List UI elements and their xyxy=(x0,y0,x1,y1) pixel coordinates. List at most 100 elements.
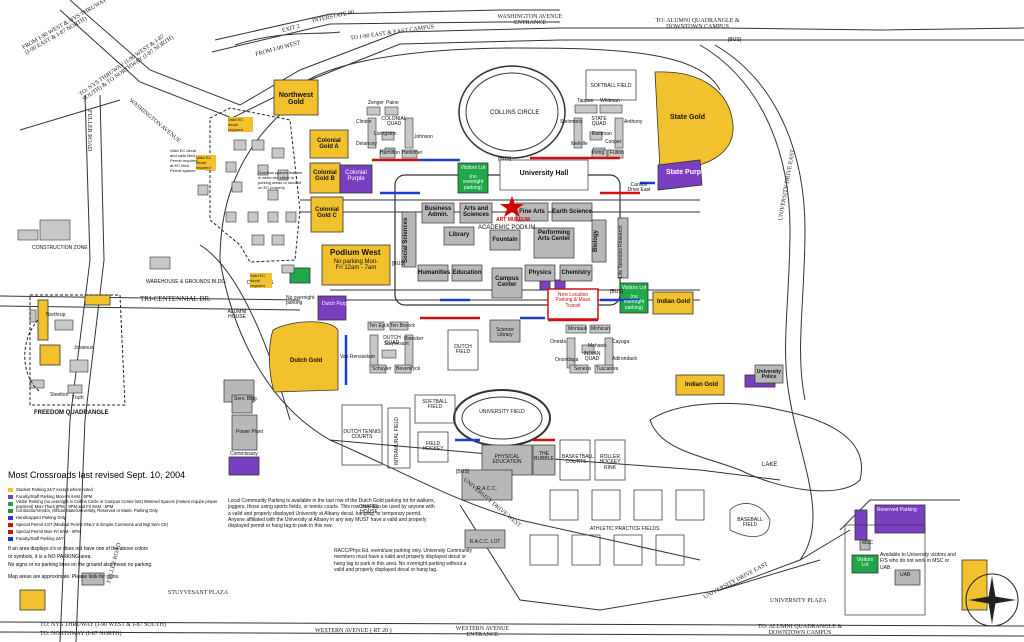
no-overnight-label: No overnight parking xyxy=(286,295,315,307)
quad-dorms xyxy=(17,104,624,394)
indian-gold-lot-1 xyxy=(652,291,694,315)
visitors-lot-top xyxy=(457,162,489,194)
social-sciences-label: Social Sciences xyxy=(403,217,409,263)
academic-buildings xyxy=(81,159,926,616)
athletic-fields-label: ATHLETIC PRACTICE FIELDS xyxy=(590,526,660,532)
legend-item: Contractor/Vendor, Official State/Univer… xyxy=(8,507,223,514)
hall-whitman: Whitman xyxy=(600,98,620,104)
colonial-quad-label: COLONIAL QUAD xyxy=(381,116,407,128)
hall-steinmetz: Steinmetz xyxy=(560,119,583,125)
dutch-quad-label: DUTCH QUAD xyxy=(383,335,401,347)
to-alumni-top-label: TO: ALUMNI QUADRANGLE & DOWNTOWN CAMPUS xyxy=(655,18,740,31)
hall-hamilton: Hamilton xyxy=(380,150,400,156)
legend-warning-3: No signs or no parking lines on the grou… xyxy=(8,562,153,568)
campus-center-label: Campus Center xyxy=(495,276,519,289)
baseball-label: BASEBALL FIELD xyxy=(737,517,763,529)
hall-clinton: Clinton xyxy=(356,119,372,125)
dutch-purple-label: Dutch Purple xyxy=(322,301,351,307)
bball-courts-label: BASKETBALL COURTS xyxy=(562,454,594,466)
university-plaza-label: UNIVERSITY PLAZA xyxy=(770,598,827,604)
bus-stop-3: [BUS] xyxy=(392,261,406,267)
visitors-lot-bottom-label: Visitors Lot xyxy=(856,557,874,569)
legend-swatch xyxy=(8,536,13,541)
washington-entrance-label: WASHINGTON AVENUE ENTRANCE xyxy=(497,14,563,27)
hall-montauk: Montauk xyxy=(568,326,588,332)
hall-adirondack: Adirondack xyxy=(612,356,638,362)
legend-item: Visitor Parking (no overnight in Collins… xyxy=(8,499,223,509)
hall-johnson: Johnson xyxy=(414,134,433,140)
hall-fulton: Fulton xyxy=(610,150,624,156)
dutch-gold-lot xyxy=(268,321,339,393)
practice-fields xyxy=(341,69,771,566)
legend-swatch xyxy=(8,508,13,513)
hall-cooper: Cooper xyxy=(605,139,622,145)
university-field-label: UNIVERSITY FIELD xyxy=(479,409,525,415)
bubble-label: THE BUBBLE xyxy=(534,451,554,463)
life-sciences-label: Life Sciences Research xyxy=(618,225,624,278)
legend-swatch xyxy=(8,529,13,534)
serv-bldg-label: Serv. Bldg. xyxy=(234,396,259,402)
fine-arts-label: Fine Arts xyxy=(519,209,545,215)
colonial-gold-b-lot xyxy=(309,162,341,194)
uab-label: UAB xyxy=(900,572,911,578)
university-police-label: University Police xyxy=(756,369,782,381)
parking-stripes xyxy=(344,156,655,442)
to-alumni-bottom-label: TO: ALUMNI QUADRANGLE & DOWNTOWN CAMPUS xyxy=(757,624,843,637)
hall-melville: Melville xyxy=(571,141,588,147)
performing-arts-label: Performing Arts Center xyxy=(537,230,571,243)
racc-parking-note: RACC/Phys Ed. event/use parking only. Un… xyxy=(334,548,473,573)
visitors-lot-mid xyxy=(619,282,649,314)
biology-label: Biology xyxy=(593,230,599,252)
visitors-lot-top-note: (no overnight parking) xyxy=(462,174,484,191)
freedom-gold-3 xyxy=(84,294,111,306)
library-label: Library xyxy=(448,232,470,238)
legend: Most Crossroads last revised Sept. 10, 2… xyxy=(8,470,223,580)
bus-stop-4: [BUS] xyxy=(610,289,624,295)
ec-boundaries xyxy=(24,107,301,406)
hall-northrup: Northrup xyxy=(46,312,66,318)
hall-paine: Paine xyxy=(386,100,399,106)
stuyvesant-plaza-label: STUYVESANT PLAZA xyxy=(168,590,229,596)
indian-gold-2-label: Indian Gold xyxy=(685,382,718,388)
legend-item: Special Permit Mon-Fri 6AM - 6PM xyxy=(8,528,223,535)
hall-anthony: Anthony xyxy=(624,119,643,125)
intramural-label: INTRAMURAL FIELD xyxy=(394,417,400,465)
colonial-gold-c-label: Colonial Gold C xyxy=(315,207,339,220)
msc-label: MSC xyxy=(862,540,874,546)
earth-science-label: Earth Science xyxy=(552,209,592,215)
visitors-note: Available to University visitors and F/S… xyxy=(880,552,956,571)
legend-swatch xyxy=(8,501,13,506)
tricentennial-label: TRI-CENTENNIAL DR. xyxy=(140,295,211,303)
new-location-label: New Location Parking & Mass Transit xyxy=(555,292,591,309)
state-quad-label: STATE QUAD xyxy=(591,116,607,128)
hall-seneca: Seneca xyxy=(574,366,591,372)
hall-mohawk: Mohawk xyxy=(588,343,607,349)
to-northway-bottom-label: TO: NORTHWAY (I-87 NORTH) xyxy=(40,631,122,637)
podium-west-lot xyxy=(321,244,391,286)
hall-ten-broeck: Ten Broeck xyxy=(390,323,416,329)
racc-lot-label: R.A.C.C. LOT xyxy=(469,539,501,545)
legend-item: Faculty/Staff Parking Mon-Fri 6AM - 6PM xyxy=(8,493,223,500)
business-admin-label: Business Admin. xyxy=(424,206,452,219)
legend-approx: Map areas are approximate. Please look f… xyxy=(8,574,120,580)
dutch-field-label: DUTCH FIELD xyxy=(454,344,472,356)
hall-van-rensselaer: Van Rensselaer xyxy=(340,354,376,360)
education-label: Education xyxy=(452,270,482,276)
freedom-quad-label: FREEDOM QUADRANGLE xyxy=(34,410,109,416)
dutch-gold-label: Dutch Gold xyxy=(290,358,323,364)
fountain-label: Fountain xyxy=(492,237,518,243)
legend-warning-1: If an area displays x's or does not have… xyxy=(8,546,148,552)
legend-item-label: Handicapped Parking Only xyxy=(16,515,66,520)
hall-eastman: Eastman xyxy=(592,131,612,137)
collins-circle-label: COLLINS CIRCLE xyxy=(490,110,540,116)
hall-delancey: Delancey xyxy=(356,141,377,147)
hall-truth: Truth xyxy=(72,395,84,401)
western-avenue-label: WESTERN AVENUE ( RT 20 ) xyxy=(315,628,392,634)
podium-west-note: No parking Mon- Fri 12am - 7am xyxy=(333,259,379,272)
freedom-gold-2 xyxy=(39,344,61,366)
hall-stuyvesant: Stuyvesant xyxy=(384,341,409,347)
gold-lots xyxy=(19,71,988,611)
legend-item-label: Faculty/Staff Parking Mon-Fri 6AM - 6PM xyxy=(16,494,93,499)
warehouse-label: WAREHOUSE & GROUNDS BLDG. xyxy=(146,279,227,285)
hall-onondaga: Onondaga xyxy=(555,357,579,363)
